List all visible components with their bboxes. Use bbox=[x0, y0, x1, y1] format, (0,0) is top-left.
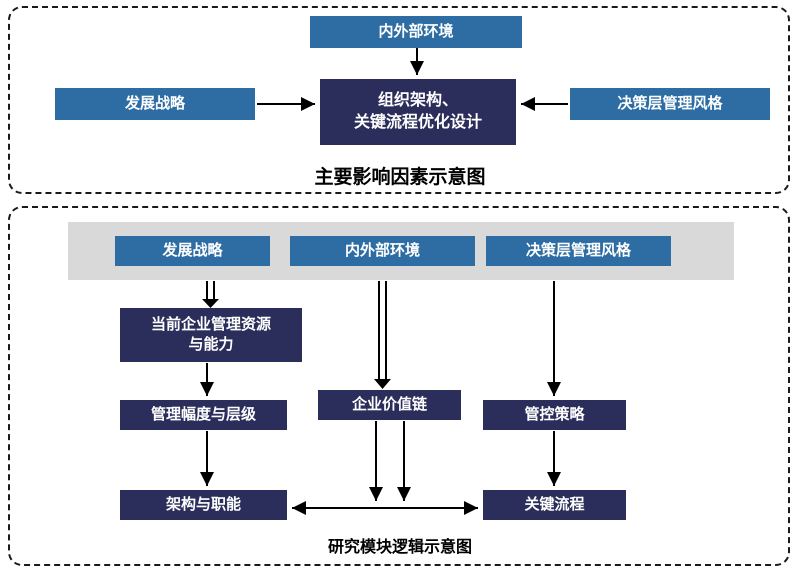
box-label: 内外部环境 bbox=[344, 241, 420, 259]
box-label: 决策层管理风格 bbox=[617, 94, 723, 112]
box-label-line1: 当前企业管理资源 bbox=[150, 315, 271, 333]
box-label: 关键流程 bbox=[524, 495, 585, 513]
bottom-panel-caption: 研究模块逻辑示意图 bbox=[327, 539, 472, 556]
box-current-management-resources: 当前企业管理资源 与能力 bbox=[120, 308, 302, 362]
box-management-span-levels: 管理幅度与层级 bbox=[120, 400, 287, 430]
header-box-internal-external-environment: 内外部环境 bbox=[290, 236, 475, 266]
header-box-decision-management-style: 决策层管理风格 bbox=[486, 236, 671, 266]
box-decision-management-style: 决策层管理风格 bbox=[570, 88, 770, 120]
box-org-structure-process-design: 组织架构、 关键流程优化设计 bbox=[320, 79, 516, 145]
box-label-line1: 组织架构、 bbox=[377, 92, 458, 110]
box-label: 架构与职能 bbox=[165, 495, 241, 513]
box-label: 发展战略 bbox=[124, 94, 185, 112]
box-control-strategy: 管控策略 bbox=[483, 400, 626, 430]
box-enterprise-value-chain: 企业价值链 bbox=[318, 390, 461, 420]
top-panel-border bbox=[8, 6, 790, 194]
header-box-development-strategy: 发展战略 bbox=[115, 236, 270, 266]
box-structure-functions: 架构与职能 bbox=[120, 490, 287, 520]
box-development-strategy: 发展战略 bbox=[55, 88, 255, 120]
box-label: 管控策略 bbox=[524, 405, 585, 423]
box-label: 内外部环境 bbox=[378, 22, 454, 40]
top-panel-caption: 主要影响因素示意图 bbox=[314, 167, 486, 188]
box-label-line2: 关键流程优化设计 bbox=[353, 114, 482, 131]
box-label: 决策层管理风格 bbox=[525, 241, 631, 259]
box-label: 管理幅度与层级 bbox=[150, 405, 256, 423]
box-internal-external-environment: 内外部环境 bbox=[310, 16, 522, 48]
box-label: 发展战略 bbox=[162, 241, 223, 259]
bottom-panel-border bbox=[8, 206, 790, 566]
box-key-processes: 关键流程 bbox=[483, 490, 626, 520]
box-label: 企业价值链 bbox=[351, 395, 427, 413]
box-label-line2: 与能力 bbox=[188, 336, 234, 353]
